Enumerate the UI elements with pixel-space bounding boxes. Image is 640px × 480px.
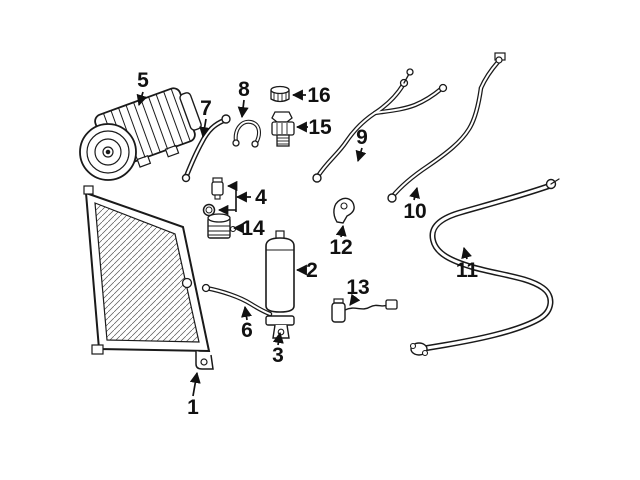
wire-connector bbox=[385, 299, 398, 310]
callout-labels: 1 2 3 4 5 6 7 8 9 10 11 12 13 14 15 16 bbox=[137, 69, 478, 419]
leader-12 bbox=[335, 224, 347, 238]
valve-14 bbox=[207, 213, 237, 239]
leader-lines bbox=[136, 89, 472, 397]
leader-10 bbox=[409, 186, 420, 201]
cap-16 bbox=[270, 85, 290, 103]
callout-5: 5 bbox=[137, 69, 149, 92]
callout-14: 14 bbox=[241, 217, 265, 240]
hose-10 bbox=[387, 52, 506, 203]
leader-7 bbox=[199, 118, 211, 139]
leader-8 bbox=[237, 99, 249, 119]
leader-3 bbox=[272, 331, 284, 346]
switch-wire bbox=[344, 304, 388, 311]
leader-9 bbox=[355, 147, 367, 163]
callout-15: 15 bbox=[308, 116, 332, 139]
leader-1 bbox=[189, 371, 201, 397]
condenser bbox=[83, 185, 214, 370]
hose-7 bbox=[181, 114, 231, 183]
hose-6 bbox=[201, 283, 273, 317]
callout-4: 4 bbox=[255, 186, 267, 209]
callout-13: 13 bbox=[346, 276, 369, 299]
leader-5 bbox=[136, 91, 148, 107]
callout-16: 16 bbox=[307, 84, 330, 107]
callout-1: 1 bbox=[187, 396, 199, 419]
callout-8: 8 bbox=[238, 78, 250, 101]
sensor-and-oring-4 bbox=[202, 177, 224, 217]
pressure-switch-13 bbox=[331, 298, 398, 323]
tube-8 bbox=[232, 119, 261, 148]
callout-9: 9 bbox=[356, 126, 368, 149]
service-valve-15 bbox=[271, 111, 295, 147]
callout-12: 12 bbox=[329, 236, 352, 259]
callout-11: 11 bbox=[456, 259, 479, 282]
callout-10: 10 bbox=[403, 200, 426, 223]
leader-11 bbox=[461, 246, 472, 260]
leader-13 bbox=[349, 293, 361, 306]
pipe-assembly-11 bbox=[409, 178, 560, 357]
clamp-12 bbox=[333, 197, 355, 224]
o-ring bbox=[202, 203, 216, 217]
hose-assembly-9 bbox=[312, 68, 448, 183]
compressor bbox=[79, 87, 202, 181]
callout-7: 7 bbox=[200, 97, 212, 120]
leader-6 bbox=[241, 305, 252, 321]
receiver-drier-2 bbox=[265, 230, 295, 313]
callout-6: 6 bbox=[241, 319, 253, 342]
callout-3: 3 bbox=[272, 344, 284, 367]
callout-2: 2 bbox=[306, 259, 318, 282]
